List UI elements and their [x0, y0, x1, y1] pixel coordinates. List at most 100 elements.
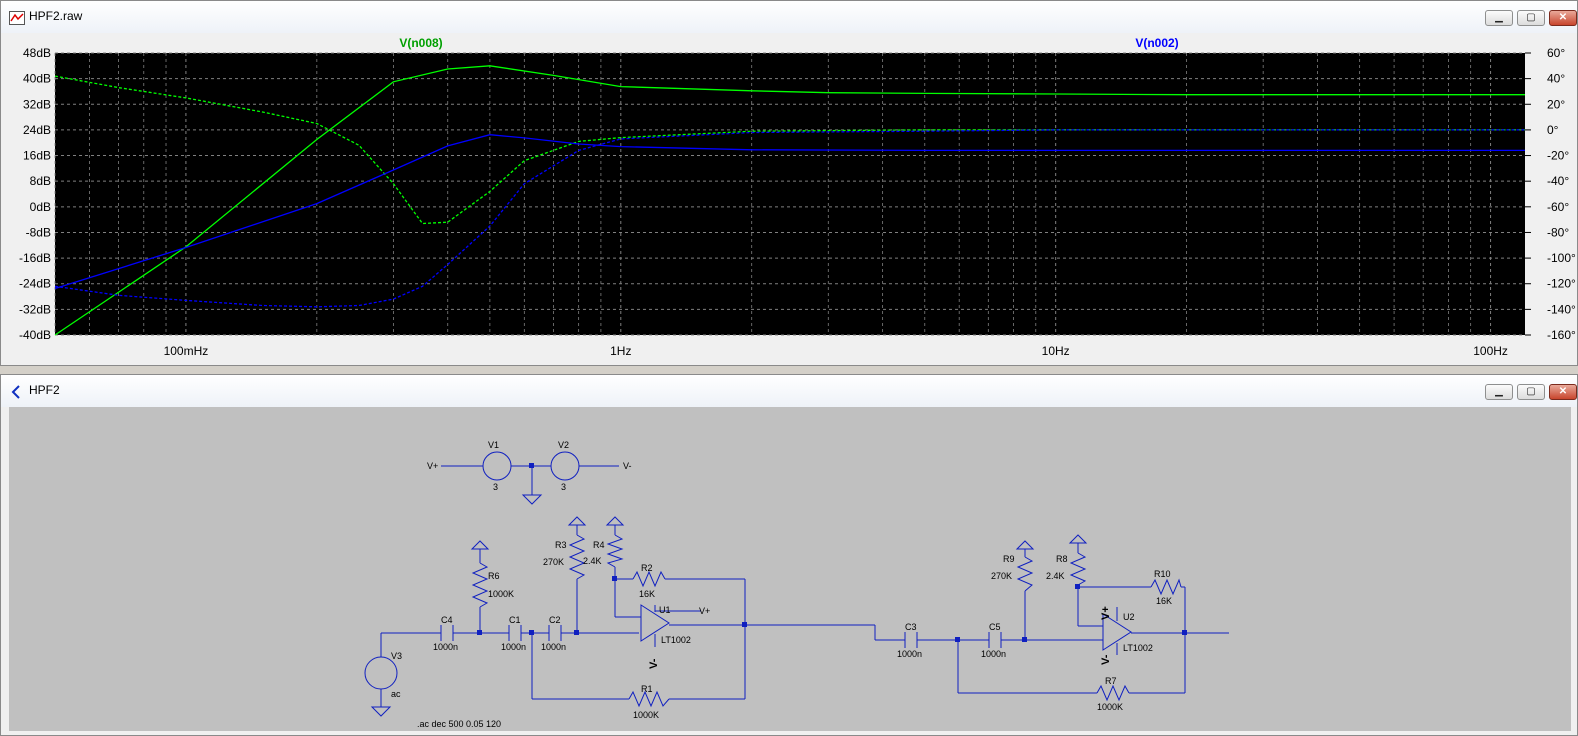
v1-source-icon[interactable]	[482, 451, 512, 481]
r7-resistor-icon[interactable]	[1096, 684, 1130, 702]
r6-value: 1000K	[488, 589, 514, 599]
v2-label: V2	[558, 440, 569, 450]
schematic-titlebar[interactable]: HPF2 ▁ ▢ ✕	[1, 375, 1577, 407]
r6-label: R6	[488, 571, 500, 581]
r1-label: R1	[641, 684, 653, 694]
y-right-tick-label: 20°	[1547, 97, 1565, 111]
waveform-titlebar[interactable]: HPF2.raw ▁ ▢ ✕	[1, 1, 1577, 33]
waveform-app-icon	[9, 11, 25, 25]
v1-value: 3	[493, 482, 498, 492]
u2-opamp-icon[interactable]	[1102, 613, 1132, 651]
u2-vplus: V+	[1100, 606, 1112, 620]
trace-vn008-phase	[54, 75, 1525, 225]
v3-source-icon[interactable]	[364, 656, 398, 690]
v3-label: V3	[391, 651, 402, 661]
ground-icon	[370, 706, 392, 717]
u1-vminus: V-	[648, 658, 660, 669]
schematic-window-title: HPF2	[29, 383, 60, 397]
r1-value: 1000K	[633, 710, 659, 720]
r8-value: 2.4K	[1046, 571, 1065, 581]
r9-resistor-icon[interactable]	[1016, 556, 1034, 592]
supply-arrow-icon	[1068, 534, 1088, 544]
y-right-tick-label: 60°	[1547, 46, 1565, 60]
trace-vn002-magnitude	[54, 134, 1525, 290]
plot-area[interactable]	[55, 53, 1525, 335]
minimize-button[interactable]: ▁	[1485, 384, 1513, 400]
r3-resistor-icon[interactable]	[568, 534, 586, 580]
maximize-icon: ▢	[1526, 386, 1536, 397]
c2-label: C2	[549, 615, 561, 625]
close-button[interactable]: ✕	[1549, 384, 1577, 400]
r10-label: R10	[1154, 569, 1171, 579]
trace-vn008-magnitude	[54, 65, 1525, 336]
y-right-tick-label: 40°	[1547, 72, 1565, 86]
y-left-tick-label: 40dB	[23, 72, 51, 86]
close-icon: ✕	[1558, 12, 1568, 23]
v3-value: ac	[391, 689, 401, 699]
r9-label: R9	[1003, 554, 1015, 564]
y-left-tick-label: 16dB	[23, 149, 51, 163]
supply-arrow-icon	[567, 516, 587, 526]
y-right-tick-label: -120°	[1547, 277, 1576, 291]
trace-vn002-phase	[54, 129, 1525, 308]
close-icon: ✕	[1558, 386, 1568, 397]
r6-resistor-icon[interactable]	[471, 562, 489, 608]
r3-value: 270K	[543, 557, 564, 567]
ac-directive: .ac dec 500 0.05 120	[417, 719, 501, 729]
legend-item[interactable]: V(n002)	[1135, 36, 1178, 50]
x-tick-label: 100Hz	[1473, 344, 1508, 358]
c1-capacitor-icon[interactable]	[508, 625, 522, 641]
r7-value: 1000K	[1097, 702, 1123, 712]
y-left-tick-label: -32dB	[19, 302, 51, 316]
r1-resistor-icon[interactable]	[628, 690, 670, 708]
x-tick-label: 1Hz	[610, 344, 631, 358]
vminus-label: V-	[623, 461, 632, 471]
y-right-tick-label: -40°	[1547, 174, 1569, 188]
u1-label: U1	[659, 605, 671, 615]
minimize-button[interactable]: ▁	[1485, 10, 1513, 26]
c2-value: 1000n	[541, 642, 566, 652]
r4-resistor-icon[interactable]	[606, 534, 624, 568]
y-left-tick-label: -40dB	[19, 328, 51, 342]
c4-capacitor-icon[interactable]	[440, 625, 454, 641]
schematic-window[interactable]: HPF2 ▁ ▢ ✕	[0, 374, 1578, 736]
c3-value: 1000n	[897, 649, 922, 659]
r2-label: R2	[641, 563, 653, 573]
r7-label: R7	[1105, 676, 1117, 686]
legend-item[interactable]: V(n008)	[399, 36, 442, 50]
r10-resistor-icon[interactable]	[1150, 578, 1182, 596]
close-button[interactable]: ✕	[1549, 10, 1577, 26]
c3-capacitor-icon[interactable]	[904, 632, 918, 648]
component-labels: V+ V- V1 3 V2 3 V3 ac C4 1000n C1 1000n …	[391, 440, 1172, 729]
r2-resistor-icon[interactable]	[632, 570, 666, 588]
bode-plot[interactable]: 48dB40dB32dB24dB16dB8dB0dB-8dB-16dB-24dB…	[1, 33, 1578, 365]
maximize-button[interactable]: ▢	[1517, 384, 1545, 400]
y-right-tick-label: 0°	[1547, 123, 1559, 137]
waveform-window-title: HPF2.raw	[29, 9, 83, 23]
r8-resistor-icon[interactable]	[1069, 552, 1087, 586]
v2-value: 3	[561, 482, 566, 492]
u1-value: LT1002	[661, 635, 691, 645]
maximize-icon: ▢	[1526, 12, 1536, 23]
r4-label: R4	[593, 540, 605, 550]
r10-value: 16K	[1156, 596, 1172, 606]
r9-value: 270K	[991, 571, 1012, 581]
r8-label: R8	[1056, 554, 1068, 564]
u1-opamp-icon[interactable]	[640, 604, 670, 642]
minimize-icon: ▁	[1495, 386, 1503, 397]
y-right-tick-label: -100°	[1547, 251, 1576, 265]
r4-value: 2.4K	[583, 556, 602, 566]
y-right-tick-label: -140°	[1547, 302, 1576, 316]
c2-capacitor-icon[interactable]	[548, 625, 562, 641]
y-left-tick-label: 8dB	[30, 174, 51, 188]
vplus-label: V+	[427, 461, 438, 471]
v1-label: V1	[488, 440, 499, 450]
c5-capacitor-icon[interactable]	[988, 632, 1002, 648]
maximize-button[interactable]: ▢	[1517, 10, 1545, 26]
schematic-background	[9, 407, 1571, 731]
schematic-canvas[interactable]: V+ V- V1 3 V2 3 V3 ac C4 1000n C1 1000n …	[1, 407, 1578, 736]
minimize-icon: ▁	[1495, 12, 1503, 23]
y-left-tick-label: -16dB	[19, 251, 51, 265]
v2-source-icon[interactable]	[550, 451, 580, 481]
